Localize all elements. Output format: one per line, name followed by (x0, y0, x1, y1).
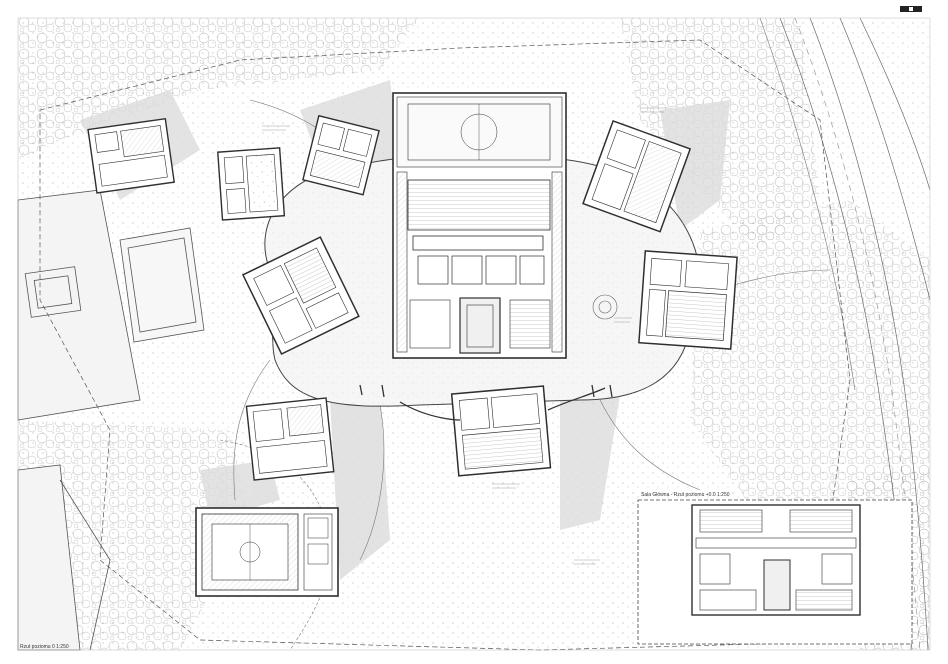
pavilion-w (241, 236, 360, 355)
annotation-marks (262, 107, 668, 565)
drawing-frame (17, 17, 931, 651)
plaza-fountain (592, 294, 618, 320)
main-hall-building (392, 92, 567, 359)
pavilion-s (450, 385, 552, 477)
pavilion-sw (245, 397, 335, 481)
inset-plan (637, 499, 913, 645)
curved-walls (359, 384, 613, 421)
sports-hall (195, 507, 339, 597)
pavilion-ne (582, 119, 692, 233)
main-plan-caption: Rzut poziomu 0 1:250 (20, 644, 69, 650)
inset-plan-caption: Sala Główna - Rzut poziomu +0.0 1:250 (641, 492, 730, 498)
pavilion-n1 (217, 147, 286, 221)
scale-bar-icon (900, 6, 922, 12)
pavilion-e (638, 250, 738, 350)
pavilion-nw (87, 117, 175, 194)
pavilion-n2 (302, 114, 380, 196)
neighbouring-building-left (17, 189, 205, 651)
